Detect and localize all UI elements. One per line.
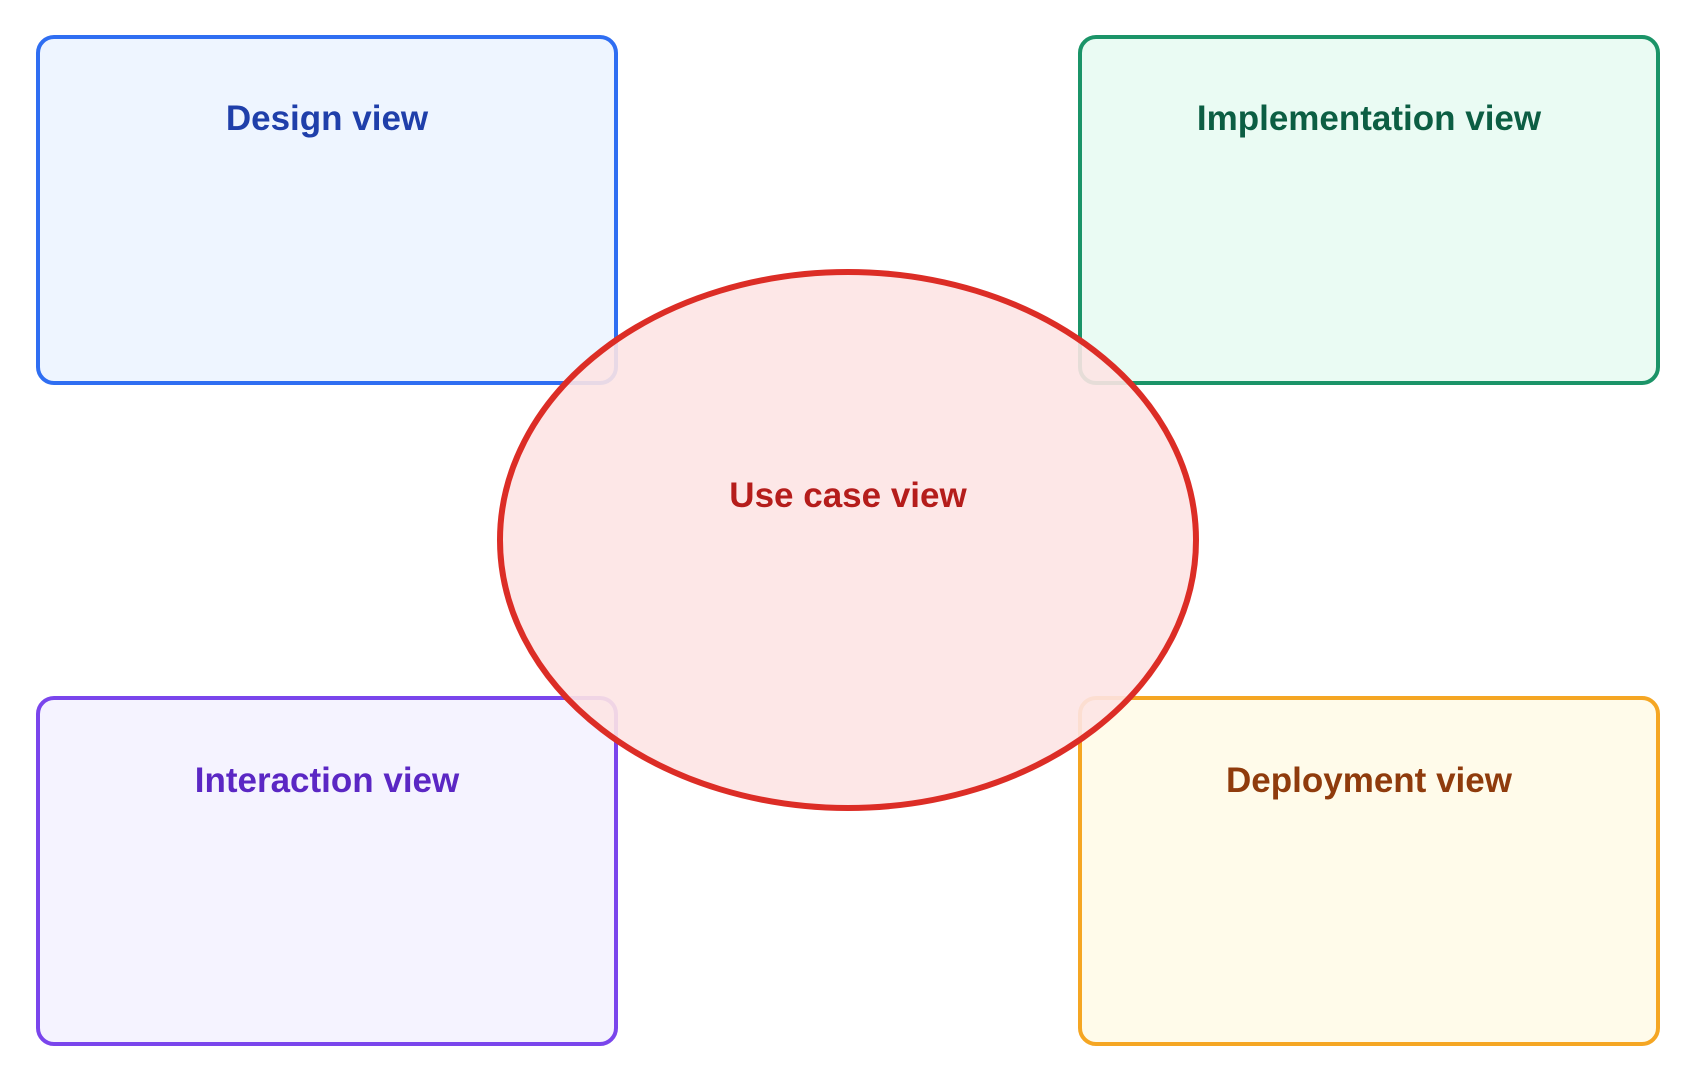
deployment-view-label: Deployment view — [1226, 761, 1513, 800]
implementation-view-rect — [1078, 35, 1660, 385]
deployment-view-box: Deployment view — [1078, 696, 1660, 1046]
design-view-box: Design view — [36, 35, 618, 385]
design-view-rect — [36, 35, 618, 385]
interaction-view-rect — [36, 696, 618, 1046]
implementation-view-box: Implementation view — [1078, 35, 1660, 385]
interaction-view-label: Interaction view — [195, 761, 460, 800]
implementation-view-label: Implementation view — [1197, 99, 1542, 138]
use-case-view-label: Use case view — [729, 476, 967, 515]
use-case-view-ellipse — [497, 269, 1199, 811]
use-case-view-node: Use case view — [497, 269, 1199, 811]
design-view-label: Design view — [226, 99, 429, 138]
deployment-view-rect — [1078, 696, 1660, 1046]
interaction-view-box: Interaction view — [36, 696, 618, 1046]
